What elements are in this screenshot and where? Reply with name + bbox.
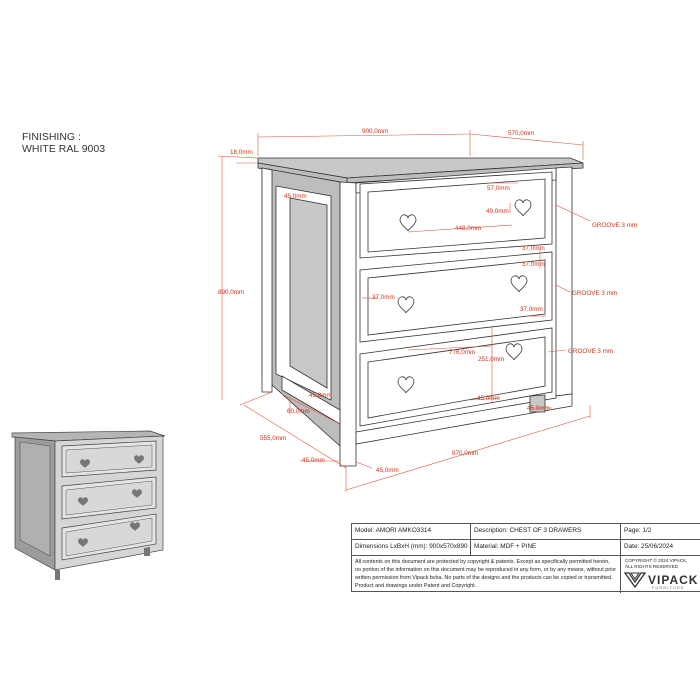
tb-date: Date: 25/06/2024 — [621, 540, 700, 556]
finishing-note: FINISHING : WHITE RAL 9003 — [22, 131, 105, 155]
tb-material: Material: MDF + PINE — [471, 540, 621, 556]
dim-gap-4: 37,0mm — [520, 306, 543, 313]
dim-depth-bottom: 555,0mm — [260, 435, 286, 442]
front-bottom-rail — [355, 393, 573, 445]
chest-top-edge-front — [346, 162, 584, 184]
heart-handle-2a — [397, 296, 415, 314]
back-left-leg — [261, 167, 273, 393]
dim-leg-height-60: 60,0mm — [287, 408, 310, 415]
vipack-brand: VIPACK — [648, 573, 699, 587]
dim-depth-top: 570,0mm — [508, 130, 534, 137]
heart-handle-1b — [514, 199, 532, 217]
tb-model: Model: AMORI AMKO3314 — [352, 524, 471, 540]
tb-copyright: COPYRIGHT © 2024 VIPACK, ALL RIGHTS RESE… — [622, 557, 700, 571]
dim-leg-front-45: 45,0mm — [376, 467, 399, 474]
groove-label-3: GROOVE 3 mm — [568, 348, 613, 355]
tb-copyright-notice: All contents on this document are protec… — [352, 556, 621, 593]
dim-pull-w: 57,0mm — [487, 185, 510, 192]
dim-drawer-bottom-height: 251,0mm — [478, 356, 504, 363]
dim-width-top: 900,0mm — [362, 128, 388, 135]
dimension-labels: 900,0mm 570,0mm 18,0mm 890,0mm 45,0mm 57… — [218, 128, 637, 474]
tb-copyright-line1: COPYRIGHT © 2024 VIPACK, — [625, 558, 688, 563]
drawer-3-panel — [367, 336, 546, 419]
dim-side-inset: 45,0mm — [284, 193, 307, 200]
dim-top-thickness: 18,0mm — [230, 149, 253, 156]
dim-drawer-top-width: 448,0mm — [455, 225, 481, 232]
dim-pull-h: 49,0mm — [486, 208, 509, 215]
tb-dimensions: Dimensions LxBxH (mm): 900x570x890 — [352, 540, 471, 556]
dim-bottom-front-45: 45,0mm — [477, 395, 500, 402]
finishing-value: WHITE RAL 9003 — [22, 143, 106, 155]
vipack-logo-icon — [624, 572, 646, 589]
dim-leg-right-45: 45,0mm — [527, 405, 550, 412]
dimension-lines — [217, 130, 591, 492]
drawer-2-panel — [367, 259, 546, 336]
main-chest — [257, 157, 584, 467]
dim-width-bottom: 870,0mm — [452, 450, 478, 457]
front-right-leg — [555, 166, 573, 397]
dim-gap-2: 37,0mm — [522, 261, 545, 268]
drawer-1-panel — [367, 178, 546, 253]
vipack-brand-sub: FURNITURE — [652, 586, 685, 590]
tb-copyright-line2: ALL RIGHTS RESERVED — [625, 564, 679, 569]
dim-gap-1: 37,0mm — [522, 245, 545, 252]
dim-gap-3: 37,0mm — [372, 294, 395, 301]
left-side-inner — [289, 197, 328, 389]
heart-handle-2b — [510, 275, 528, 293]
preview-chest — [11, 430, 166, 580]
groove-label-1: GROOVE 3 mm — [592, 222, 637, 229]
tb-description: Description: CHEST OF 3 DRAWERS — [471, 524, 621, 540]
dim-leg-left-45: 45,0mm — [302, 457, 325, 464]
heart-handle-3b — [505, 343, 523, 361]
groove-label-2: GROOVE 3 mm — [572, 290, 617, 297]
heart-handle-1a — [399, 214, 417, 232]
dim-height: 890,0mm — [218, 289, 244, 296]
dim-plinth-height: 45,0mm — [309, 392, 332, 399]
heart-handle-3a — [397, 376, 415, 394]
tb-page: Page: 1/2 — [621, 524, 700, 540]
title-block: Model: AMORI AMKO3314 Description: CHEST… — [351, 523, 700, 593]
dim-drawer-bottom-width: 776,0mm — [449, 349, 475, 356]
finishing-label: FINISHING : — [22, 131, 81, 143]
front-left-leg — [339, 181, 357, 467]
